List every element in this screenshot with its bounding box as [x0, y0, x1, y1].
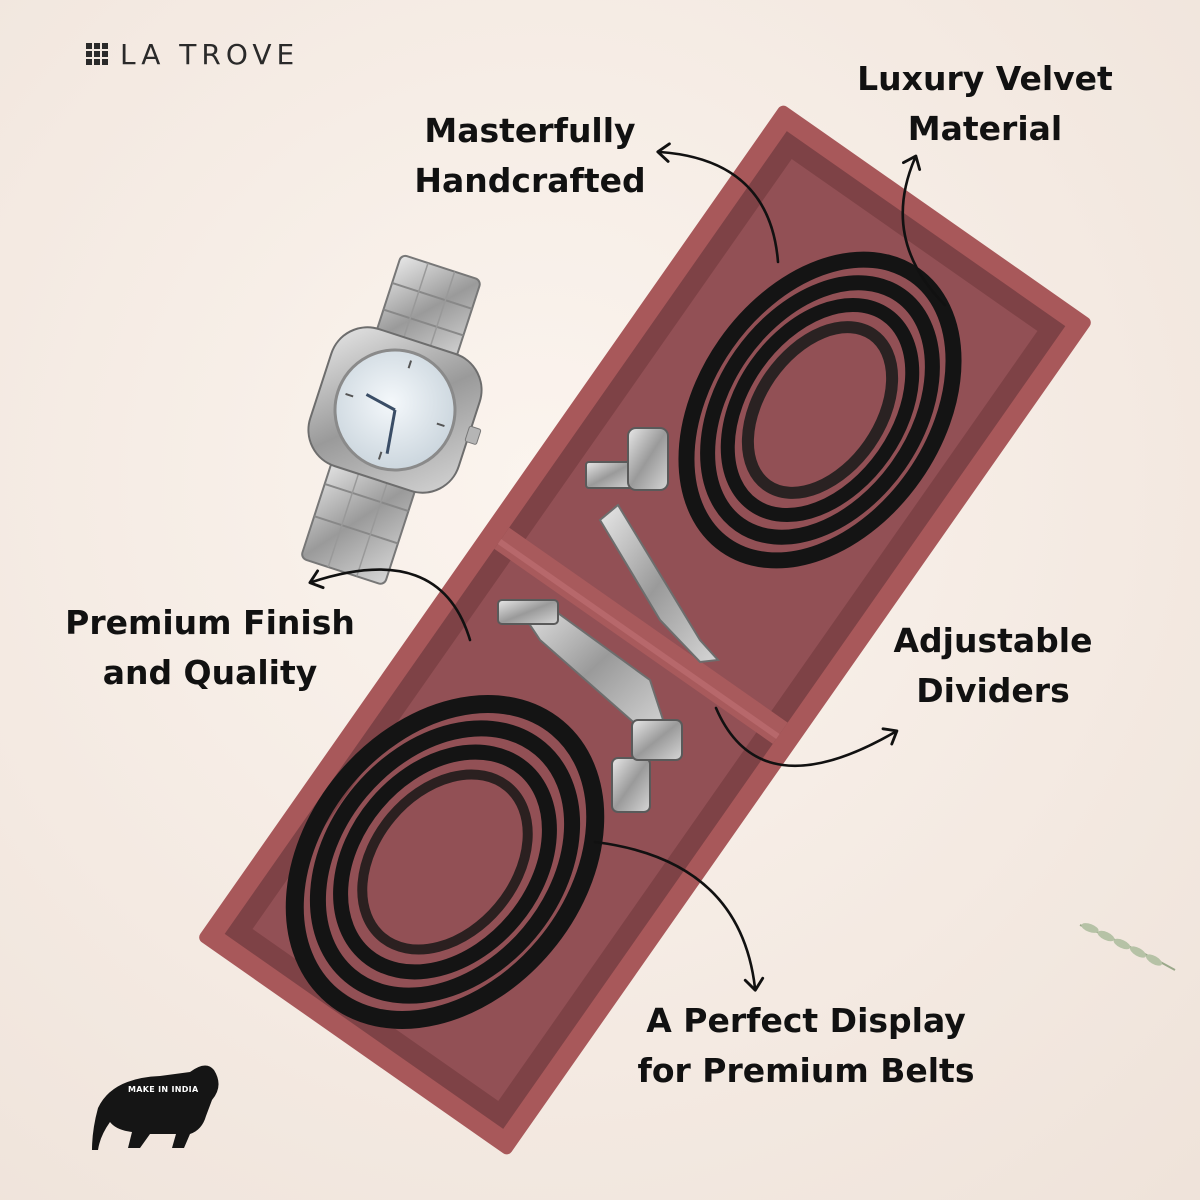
brand-logo: LA TROVE — [86, 37, 300, 71]
arrow-handcrafted — [656, 142, 780, 264]
label-handcrafted: Masterfully Handcrafted — [414, 111, 646, 200]
arrow-finish — [308, 568, 472, 642]
label-dividers: Adjustable Dividers — [893, 621, 1093, 710]
belt-lower — [285, 695, 605, 1029]
label-velvet: Luxury Velvet Material — [857, 59, 1113, 148]
buckle-lower — [497, 598, 683, 813]
buckle-upper — [585, 427, 721, 664]
wristwatch — [301, 254, 483, 585]
arrow-velvet — [901, 154, 947, 307]
label-finish: Premium Finish and Quality — [65, 603, 355, 692]
make-in-india-badge: MAKE IN INDIA — [128, 1085, 199, 1094]
sprig-decoration — [1079, 923, 1176, 971]
arrow-dividers — [714, 706, 899, 768]
grid-logo-icon — [86, 43, 108, 65]
arrow-display — [593, 840, 765, 992]
velvet-tray — [199, 105, 1091, 1155]
lion-icon — [92, 1065, 219, 1150]
label-display: A Perfect Display for Premium Belts — [637, 1001, 975, 1090]
brand-name: LA TROVE — [120, 37, 300, 71]
belt-upper — [678, 251, 962, 569]
